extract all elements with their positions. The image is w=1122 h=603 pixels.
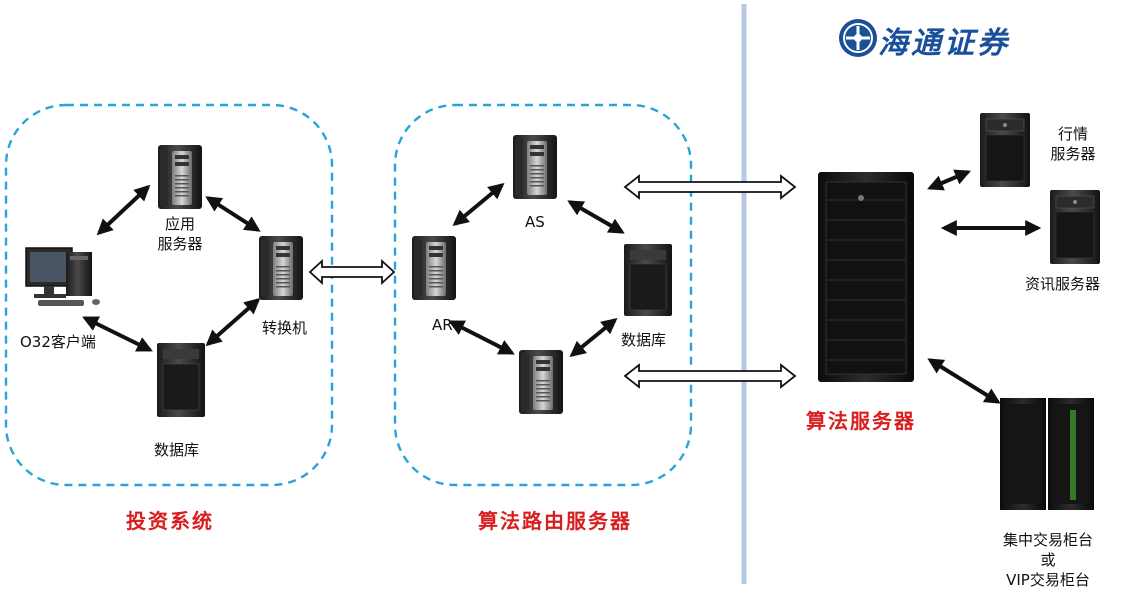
trading-counter-icon [1000,398,1094,510]
arrow-db-switch [205,297,261,347]
market-server-label: 行情 服务器 [1050,125,1096,163]
arrow-app-switch [205,196,261,232]
hollow-arrow-as-rack [623,174,797,200]
hollow-arrow-switch-ar [308,258,396,286]
as-server-icon [513,135,557,199]
connections [82,169,1042,404]
db-left-label: 数据库 [154,441,200,459]
info-server-label: 资讯服务器 [1025,275,1101,293]
arrow-as-db [567,200,625,234]
algo-router-title: 算法路由服务器 [478,509,632,533]
app-server-icon [158,145,202,209]
arrow-client-db [82,316,153,352]
db-server-left-icon [157,343,205,417]
arrow-lower-db [569,317,618,358]
hollow-arrow-lower-rack [623,363,797,389]
arrow-rack-counter [927,358,1001,404]
router-lower-server-icon [519,350,563,414]
ar-server-icon [412,236,456,300]
arrow-as-ar [452,182,505,227]
o32-client-label: O32客户端 [20,333,96,351]
trading-counter-label: 集中交易柜台 或 VIP交易柜台 [1002,531,1093,589]
hollow-links [308,174,797,389]
arrow-ar-lower [448,320,515,355]
investment-system-title: 投资系统 [126,509,214,533]
o32-client-pc-icon [25,247,100,306]
db-server-router-icon [624,244,672,316]
switch-label: 转换机 [262,319,308,337]
app-server-label: 应用 服务器 [157,215,203,253]
haitong-logo-icon [839,19,877,57]
db-router-label: 数据库 [621,331,667,349]
ar-label: AR [432,316,453,334]
algo-router-boundary [393,103,693,487]
info-server-icon [1049,189,1101,265]
investment-system-boundary [4,103,334,487]
arrow-app-client [96,184,151,236]
brand-name: 海通证券 [878,26,1010,61]
arrow-rack-market [927,169,971,191]
as-label: AS [525,213,545,231]
algo-server-title: 算法服务器 [806,409,916,433]
switch-server-icon [259,236,303,300]
market-server-icon [979,112,1031,188]
algo-server-rack-icon [818,172,914,382]
